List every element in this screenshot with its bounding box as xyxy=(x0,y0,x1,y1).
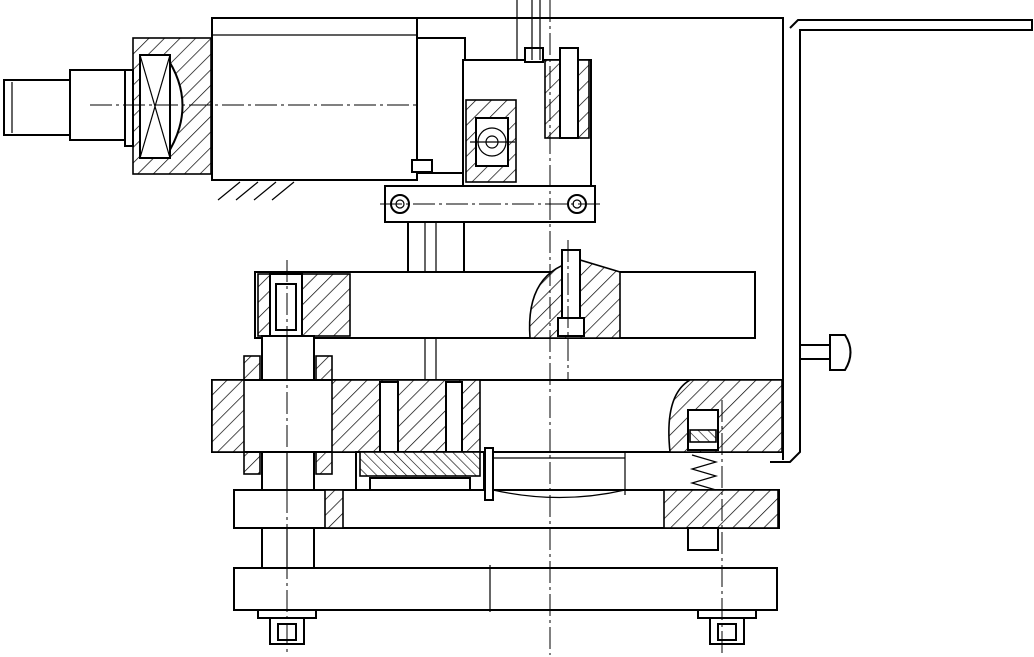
motor-shaft xyxy=(3,69,131,141)
leveling-foot xyxy=(257,609,757,645)
side-guard-frame xyxy=(412,17,1033,463)
compression-spring xyxy=(687,409,719,551)
cam-follower-assembly xyxy=(462,0,592,187)
center-lines xyxy=(90,0,723,657)
stripper-plate xyxy=(233,447,780,529)
upper-die-plate xyxy=(254,249,756,339)
adjusting-knob xyxy=(799,334,852,371)
base-plate xyxy=(233,565,778,612)
bearing-housing xyxy=(124,37,212,175)
motor xyxy=(211,17,466,201)
lower-die-block xyxy=(211,379,783,491)
